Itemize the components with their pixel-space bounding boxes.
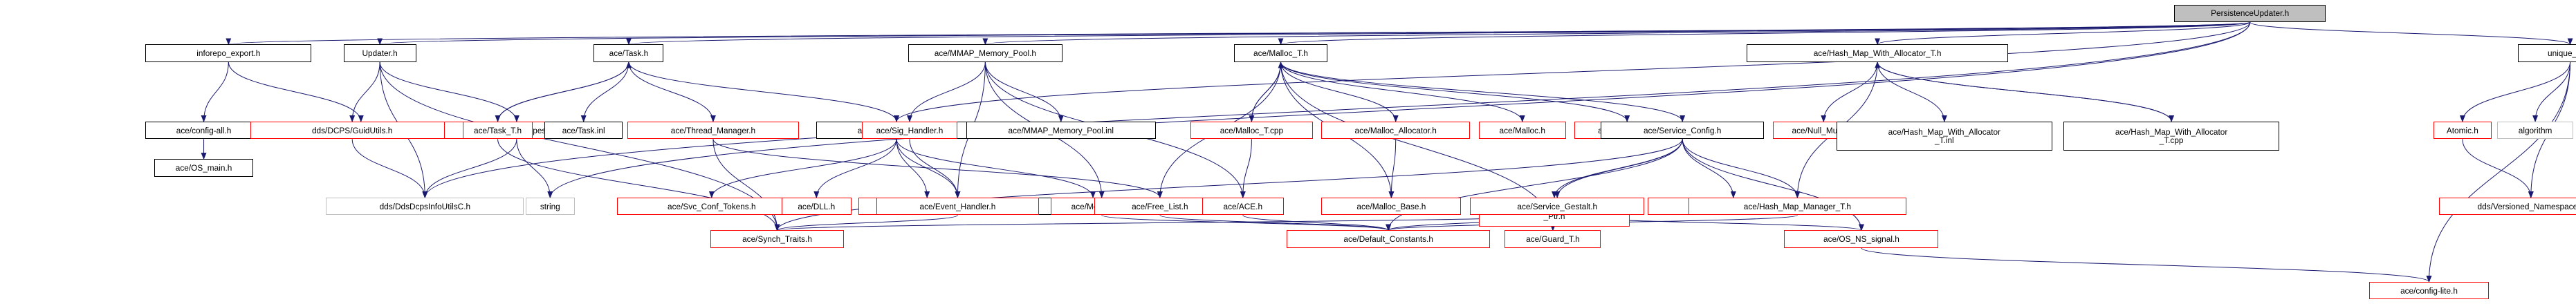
edge-serviceconfig-to-hashmgr	[1682, 139, 1801, 198]
edge-malloctcpp-to-malloct	[1251, 61, 1284, 122]
node-versioned[interactable]: dds/Versioned_Namespace.h	[2439, 198, 2576, 216]
node-dll[interactable]: ace/DLL.h	[781, 198, 852, 216]
edge-atomic-to-versioned	[2462, 139, 2534, 198]
node-task[interactable]: ace/Task.h	[594, 44, 664, 62]
node-uniqueptr[interactable]: unique_ptr.h	[2517, 44, 2576, 62]
node-mallocalloc[interactable]: ace/Malloc_Allocator.h	[1321, 122, 1470, 140]
edge-uniqueptr-to-configlite	[2426, 61, 2571, 283]
edge-root-to-ddsdcpsinfo	[422, 22, 2251, 198]
edge-osnssignal-to-configlite	[1861, 247, 2432, 283]
edge-updatedatatypes-to-ddsdcpsinfo	[422, 139, 517, 198]
node-osmain[interactable]: ace/OS_main.h	[154, 159, 254, 177]
edge-uniqueptr-to-atomic	[2459, 61, 2571, 122]
node-ddsdcpsinfo[interactable]: dds/DdsDcpsInfoUtilsC.h	[326, 198, 524, 216]
node-infrepo[interactable]: inforepo_export.h	[145, 44, 312, 62]
node-hashtinl[interactable]: ace/Hash_Map_With_Allocator _T.inl	[1837, 122, 2052, 151]
edge-mmap-to-mmapinl	[984, 61, 1064, 122]
node-mmapinl[interactable]: ace/MMAP_Memory_Pool.inl	[966, 122, 1156, 140]
node-taskt[interactable]: ace/Task_T.h	[463, 122, 533, 140]
node-algorithm[interactable]: algorithm	[2497, 122, 2573, 140]
node-mmap[interactable]: ace/MMAP_Memory_Pool.h	[908, 44, 1062, 62]
node-serviceconfig[interactable]: ace/Service_Config.h	[1601, 122, 1764, 140]
edge-serviceobj-to-serviceobjinl	[896, 139, 1096, 198]
node-hashtcpp[interactable]: ace/Hash_Map_With_Allocator _T.cpp	[2063, 122, 2279, 151]
edge-serviceobj-to-svcconf	[708, 139, 897, 198]
edge-freelist-to-defaultconst	[1159, 214, 1391, 231]
edge-eventhandler-to-synchtraits	[774, 214, 958, 231]
node-configall[interactable]: ace/config-all.h	[145, 122, 262, 140]
node-atomic[interactable]: Atomic.h	[2433, 122, 2492, 140]
node-hashmap[interactable]: ace/Hash_Map_With_Allocator_T.h	[1746, 44, 2009, 62]
edge-task-to-threadmgr	[628, 61, 716, 122]
edge-threadmgr-to-freelist	[712, 139, 1163, 198]
node-ace[interactable]: ace/ACE.h	[1202, 198, 1284, 216]
edge-serviceobj-to-dll	[813, 139, 897, 198]
edge-taskt-to-task	[497, 61, 632, 122]
edge-infrepo-to-trace	[228, 61, 364, 122]
edge-serviceconfig-to-servicegestalt	[1554, 139, 1683, 198]
edge-serviceobj-to-eventhandler	[896, 139, 961, 198]
node-hashmgr[interactable]: ace/Hash_Map_Manager_T.h	[1688, 198, 1907, 216]
node-malloct[interactable]: ace/Malloc_T.h	[1234, 44, 1327, 62]
node-synchtraits[interactable]: ace/Synch_Traits.h	[710, 230, 845, 248]
edge-threadmgr-to-synchtraits	[712, 139, 780, 231]
edge-root-to-hashmap	[1875, 21, 2251, 46]
node-updater[interactable]: Updater.h	[343, 44, 416, 62]
edge-serviceconfig-to-serviceconfiginl	[1682, 139, 1736, 198]
edge-hashtcpp-to-hashmap	[1875, 61, 2172, 122]
node-root[interactable]: PersistenceUpdater.h	[2174, 4, 2326, 23]
node-sighandler[interactable]: ace/Sig_Handler.h	[861, 122, 958, 140]
edge-malloct-to-serviceconfig	[1280, 61, 1686, 122]
node-threadmgr[interactable]: ace/Thread_Manager.h	[627, 122, 800, 140]
node-eventhandler[interactable]: ace/Event_Handler.h	[876, 198, 1040, 216]
edge-infrepo-to-configall	[201, 61, 229, 122]
edge-guidutils-to-ddsdcpsinfo	[351, 139, 428, 198]
edge-malloct-to-mallocalloc	[1280, 61, 1399, 122]
node-guidutils[interactable]: dds/DCPS/GuidUtils.h	[250, 122, 454, 140]
edge-uniqueptr-to-algorithm	[2532, 61, 2571, 122]
node-malloch[interactable]: ace/Malloc.h	[1478, 122, 1566, 140]
edge-root-to-serviceobj	[894, 22, 2251, 122]
edge-hashmap-to-nullmutex	[1821, 61, 1878, 122]
edge-ace-to-defaultconst	[1242, 214, 1391, 231]
node-servicegestalt[interactable]: ace/Service_Gestalt.h	[1469, 198, 1645, 216]
edge-hashmap-to-hashtinl	[1877, 61, 1947, 122]
node-guardt[interactable]: ace/Guard_T.h	[1505, 230, 1601, 248]
edge-taskt-to-synchtraits	[497, 139, 780, 231]
node-taskinl[interactable]: ace/Task.inl	[544, 122, 623, 140]
edge-malloct-to-malloctinl	[1280, 61, 1630, 122]
edge-malloctcpp-to-ace	[1240, 139, 1252, 198]
node-svcconf[interactable]: ace/Svc_Conf_Tokens.h	[617, 198, 807, 216]
edge-root-to-infrepo	[226, 21, 2251, 46]
edge-root-to-string	[547, 22, 2251, 198]
edge-root-to-task	[627, 21, 2251, 46]
edge-task-to-serviceobj	[628, 61, 899, 122]
edge-serviceconfig-to-osnssignal	[1682, 139, 1864, 231]
node-configlite[interactable]: ace/config-lite.h	[2369, 281, 2489, 300]
node-defaultconst[interactable]: ace/Default_Constants.h	[1286, 230, 1491, 248]
edge-serviceobj-to-sharedobj	[896, 139, 930, 198]
edge-root-to-malloct	[1278, 21, 2251, 46]
edge-root-to-uniqueptr	[2250, 21, 2573, 46]
node-string[interactable]: string	[525, 198, 576, 216]
node-mallocbase[interactable]: ace/Malloc_Base.h	[1321, 198, 1462, 216]
edge-sighandler-to-eventhandler	[909, 139, 961, 198]
edge-task-to-taskinl	[580, 61, 629, 122]
edge-updater-to-updatedatatypes	[379, 61, 519, 122]
edge-root-to-mmap	[983, 21, 2251, 46]
edge-updater-to-guidutils	[349, 61, 380, 122]
node-malloctcpp[interactable]: ace/Malloc_T.cpp	[1190, 122, 1313, 140]
edge-mallocalloc-to-mallocbase	[1388, 139, 1397, 198]
edge-mmap-to-sighandler	[906, 61, 986, 122]
node-osnssignal[interactable]: ace/OS_NS_signal.h	[1784, 230, 1939, 248]
edge-updatedatatypes-to-string	[516, 139, 553, 198]
edge-malloct-to-malloch	[1280, 61, 1525, 122]
